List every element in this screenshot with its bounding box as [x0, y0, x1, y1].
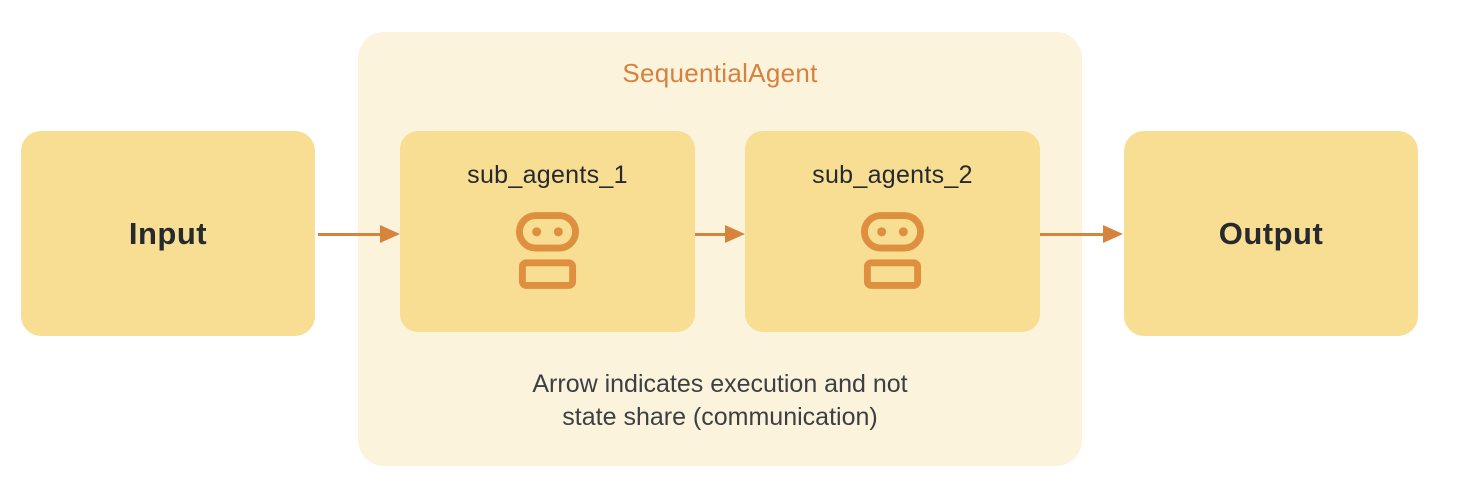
output-label: Output [1218, 215, 1324, 251]
output-node: Output [1124, 131, 1418, 336]
arrow-line [695, 233, 728, 236]
sub-agent-node-1: sub_agents_1 [400, 131, 695, 332]
caption-line-1: Arrow indicates execution and not [532, 370, 908, 398]
robot-icon [861, 212, 924, 289]
sequential-agent-title: SequentialAgent [622, 58, 818, 88]
sub-agent-node-2: sub_agents_2 [745, 131, 1040, 332]
arrow-head-icon [1103, 225, 1123, 243]
robot-icon [516, 212, 579, 289]
input-label: Input [128, 215, 208, 251]
caption: Arrow indicates execution and not state … [358, 368, 1082, 434]
arrow-line [318, 233, 382, 236]
arrow-head-icon [380, 225, 400, 243]
sub-agent-2-label: sub_agents_2 [812, 161, 973, 189]
sub-agent-1-label: sub_agents_1 [467, 161, 628, 189]
input-node: Input [21, 131, 315, 336]
caption-line-2: state share (communication) [562, 403, 878, 431]
arrow-head-icon [725, 225, 745, 243]
arrow-line [1040, 233, 1105, 236]
